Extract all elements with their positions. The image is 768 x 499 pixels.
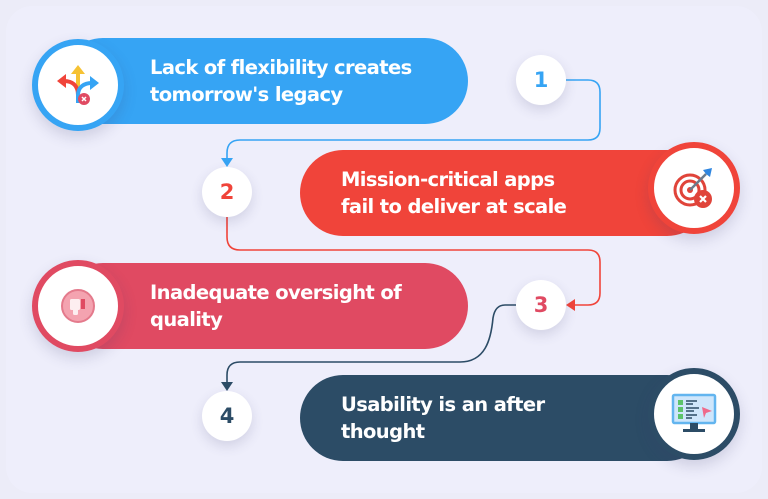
step-3-pill: Inadequate oversight of quality [60, 263, 468, 349]
step-4-number: 4 [219, 404, 235, 428]
step-4-text-line2: thought [341, 420, 425, 443]
step-3-text-line2: quality [150, 308, 223, 331]
step-1-number-badge: 1 [516, 55, 566, 105]
step-4-pill: Usability is an after thought [300, 375, 710, 461]
step-4-text-line1: Usability is an after [341, 393, 545, 416]
step-3-number-badge: 3 [516, 280, 566, 330]
step-1-icon-circle [32, 39, 124, 131]
step-2-text-line1: Mission-critical apps [341, 168, 555, 191]
diverging-arrows-icon [57, 65, 99, 105]
step-2-pill: Mission-critical apps fail to deliver at … [300, 150, 710, 236]
step-2-text-line2: fail to deliver at scale [341, 195, 567, 218]
thumbs-down-icon [61, 289, 95, 323]
step-4-icon-circle [648, 368, 740, 460]
step-2-number-badge: 2 [202, 167, 252, 217]
step-2-icon-circle [648, 142, 740, 234]
target-dart-fail-icon [673, 168, 712, 208]
step-4-number-badge: 4 [202, 391, 252, 441]
step-3-text-line1: Inadequate oversight of [150, 281, 402, 304]
step-1-text-line1: Lack of flexibility creates [150, 56, 412, 79]
monitor-checklist-icon [671, 393, 717, 432]
step-2-number: 2 [219, 180, 235, 204]
step-1-pill: Lack of flexibility creates tomorrow's le… [60, 38, 468, 124]
step-3-icon-circle [32, 260, 124, 352]
step-3-number: 3 [533, 293, 549, 317]
step-1-number: 1 [533, 68, 549, 92]
step-1-text-line2: tomorrow's legacy [150, 83, 343, 106]
